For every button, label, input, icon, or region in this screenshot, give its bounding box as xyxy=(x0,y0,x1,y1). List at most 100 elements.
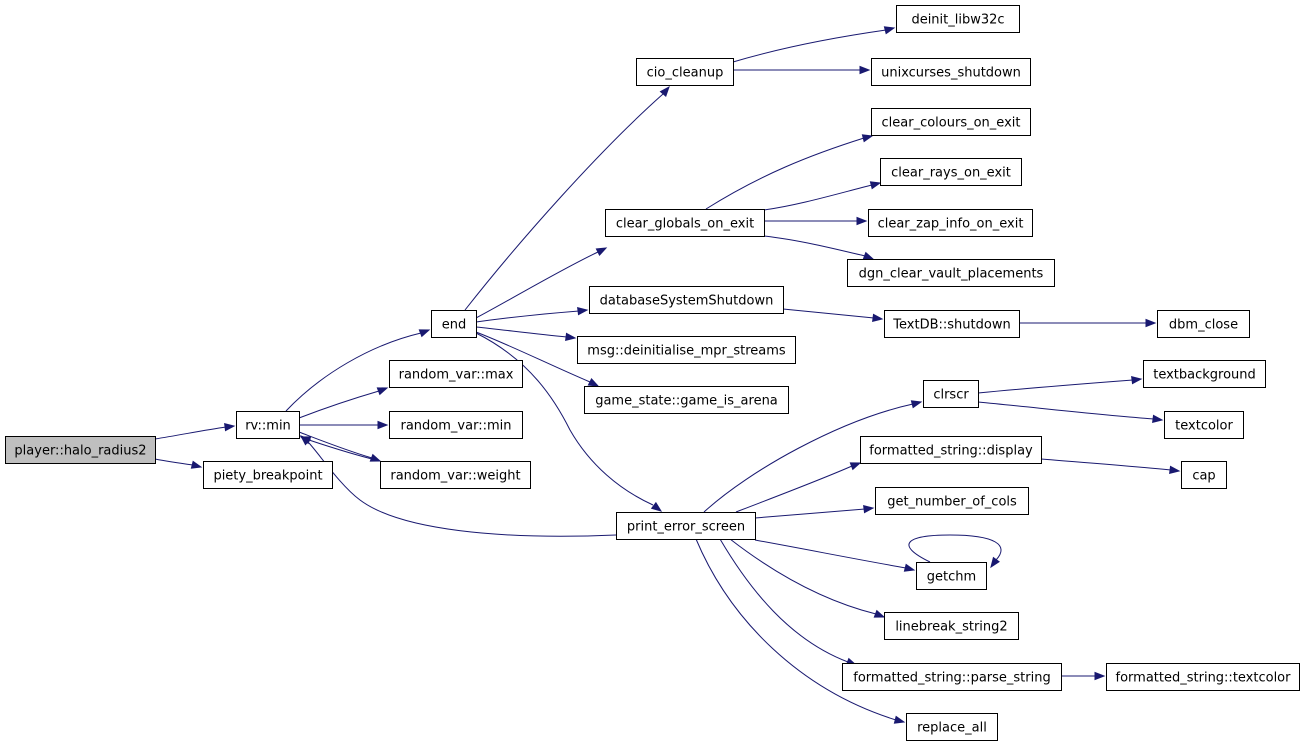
node-dbm-close[interactable]: dbm_close xyxy=(1157,310,1250,338)
node-box xyxy=(916,562,987,590)
node-textcolor[interactable]: textcolor xyxy=(1164,411,1244,439)
arrowhead-icon xyxy=(862,251,875,260)
arrowhead-icon xyxy=(859,65,871,75)
node-clear-zap-info-on-exit[interactable]: clear_zap_info_on_exit xyxy=(868,209,1033,237)
node-databaseSystemShutdown[interactable]: databaseSystemShutdown xyxy=(589,286,784,314)
node-random-var-min[interactable]: random_var::min xyxy=(389,411,523,439)
node-label: clrscr xyxy=(933,388,969,403)
node-box xyxy=(380,461,531,489)
arrowhead-icon xyxy=(1094,671,1106,681)
node-cio-cleanup[interactable]: cio_cleanup xyxy=(636,58,734,86)
arrowhead-icon xyxy=(856,216,868,226)
arrowhead-icon xyxy=(377,420,389,430)
node-box xyxy=(923,380,979,408)
node-label: cio_cleanup xyxy=(647,66,724,81)
node-game-is-arena[interactable]: game_state::game_is_arena xyxy=(584,386,789,414)
edge-rv_min-to-random_var_max xyxy=(298,387,389,419)
node-rv-min[interactable]: rv::min xyxy=(236,411,300,439)
arrowhead-icon xyxy=(565,332,577,342)
node-box xyxy=(875,487,1029,515)
node-box xyxy=(389,360,523,388)
node-box xyxy=(1106,663,1300,691)
node-cap[interactable]: cap xyxy=(1181,461,1227,489)
arrowhead-icon xyxy=(577,306,589,316)
edge-rv_min-to-random_var_min xyxy=(299,420,389,430)
arrowhead-icon xyxy=(883,26,896,35)
node-piety-breakpoint[interactable]: piety_breakpoint xyxy=(203,461,333,489)
node-box xyxy=(1157,310,1250,338)
node-random-var-max[interactable]: random_var::max xyxy=(389,360,523,388)
edge-end-to-print_error_screen xyxy=(475,332,663,512)
edge-clear_globals_on_exit-to-dgn_clear_vault_placements xyxy=(763,235,875,260)
edge-print_error_screen-to-get_number_of_cols xyxy=(754,504,875,519)
node-get-number-of-cols[interactable]: get_number_of_cols xyxy=(875,487,1029,515)
edge-getchm-to-getchm xyxy=(908,534,1002,569)
arrowhead-icon xyxy=(299,435,311,446)
node-clear-globals-on-exit[interactable]: clear_globals_on_exit xyxy=(605,209,765,237)
arrowhead-icon xyxy=(418,329,431,338)
node-unixcurses-shutdown[interactable]: unixcurses_shutdown xyxy=(871,58,1031,86)
arrowhead-icon xyxy=(595,247,608,257)
edge-clear_globals_on_exit-to-clear_colours_on_exit xyxy=(705,134,874,210)
node-box xyxy=(589,286,784,314)
node-linebreak-string2[interactable]: linebreak_string2 xyxy=(884,612,1019,640)
node-box xyxy=(871,108,1031,136)
node-label: clear_globals_on_exit xyxy=(616,217,754,232)
arrowhead-icon xyxy=(861,134,874,143)
node-label: random_var::min xyxy=(401,419,512,434)
node-box xyxy=(616,512,756,540)
node-deinit-libw32c[interactable]: deinit_libw32c xyxy=(896,5,1020,33)
node-clrscr[interactable]: clrscr xyxy=(923,380,979,408)
node-random-var-weight[interactable]: random_var::weight xyxy=(380,461,531,489)
arrowhead-icon xyxy=(903,563,916,572)
node-root[interactable]: player::halo_radius2 xyxy=(5,436,156,464)
node-label: textcolor xyxy=(1175,419,1233,434)
node-clear-rays-on-exit[interactable]: clear_rays_on_exit xyxy=(880,158,1022,186)
node-label: unixcurses_shutdown xyxy=(881,66,1021,81)
node-box xyxy=(389,411,523,439)
arrowhead-icon xyxy=(659,85,670,97)
arrowhead-icon xyxy=(869,181,882,190)
edge-clear_globals_on_exit-to-clear_rays_on_exit xyxy=(763,181,882,211)
node-clear-colours-on-exit[interactable]: clear_colours_on_exit xyxy=(871,108,1031,136)
node-label: msg::deinitialise_mpr_streams xyxy=(587,344,786,359)
node-label: clear_zap_info_on_exit xyxy=(878,217,1024,232)
node-fs-textcolor[interactable]: formatted_string::textcolor xyxy=(1106,663,1300,691)
node-textbackground[interactable]: textbackground xyxy=(1143,360,1266,388)
arrowhead-icon xyxy=(872,313,884,323)
node-end[interactable]: end xyxy=(431,310,477,338)
node-print-error-screen[interactable]: print_error_screen xyxy=(616,512,756,540)
node-label: random_var::weight xyxy=(390,469,520,484)
edge-root-to-piety_breakpoint xyxy=(154,458,203,469)
node-label: dbm_close xyxy=(1169,318,1238,333)
node-label: rv::min xyxy=(245,419,291,434)
arrowhead-icon xyxy=(863,504,875,514)
edge-clear_globals_on_exit-to-clear_zap_info_on_exit xyxy=(764,216,868,226)
edge-clrscr-to-textbackground xyxy=(977,375,1143,394)
edge-end-to-msg_deinit xyxy=(475,326,577,342)
node-box xyxy=(884,310,1020,338)
edge-databaseSystemShutdown-to-textdb_shutdown xyxy=(782,308,884,323)
edge-end-to-databaseSystemShutdown xyxy=(475,306,589,323)
node-fs-parse-string[interactable]: formatted_string::parse_string xyxy=(842,663,1062,691)
arrowhead-icon xyxy=(873,609,886,618)
edge-end-to-game_is_arena xyxy=(475,331,600,387)
node-box xyxy=(5,436,156,464)
node-getchm[interactable]: getchm xyxy=(916,562,987,590)
node-dgn-clear-vault-placements[interactable]: dgn_clear_vault_placements xyxy=(847,259,1055,287)
edge-textdb_shutdown-to-dbm_close xyxy=(1019,318,1157,328)
node-textdb-shutdown[interactable]: TextDB::shutdown xyxy=(884,310,1020,338)
edge-print_error_screen-to-fs_parse_string xyxy=(719,538,858,666)
arrowhead-icon xyxy=(1145,318,1157,328)
arrowhead-icon xyxy=(1169,465,1181,475)
node-label: deinit_libw32c xyxy=(911,13,1004,28)
node-label: piety_breakpoint xyxy=(213,469,322,484)
node-replace-all[interactable]: replace_all xyxy=(906,713,998,741)
node-fs-display[interactable]: formatted_string::display xyxy=(860,436,1042,464)
node-label: cap xyxy=(1192,469,1215,484)
node-label: getchm xyxy=(927,570,976,585)
node-msg-deinit[interactable]: msg::deinitialise_mpr_streams xyxy=(577,336,796,364)
node-label: formatted_string::parse_string xyxy=(853,671,1050,686)
node-box xyxy=(860,436,1042,464)
node-label: dgn_clear_vault_placements xyxy=(859,267,1044,282)
